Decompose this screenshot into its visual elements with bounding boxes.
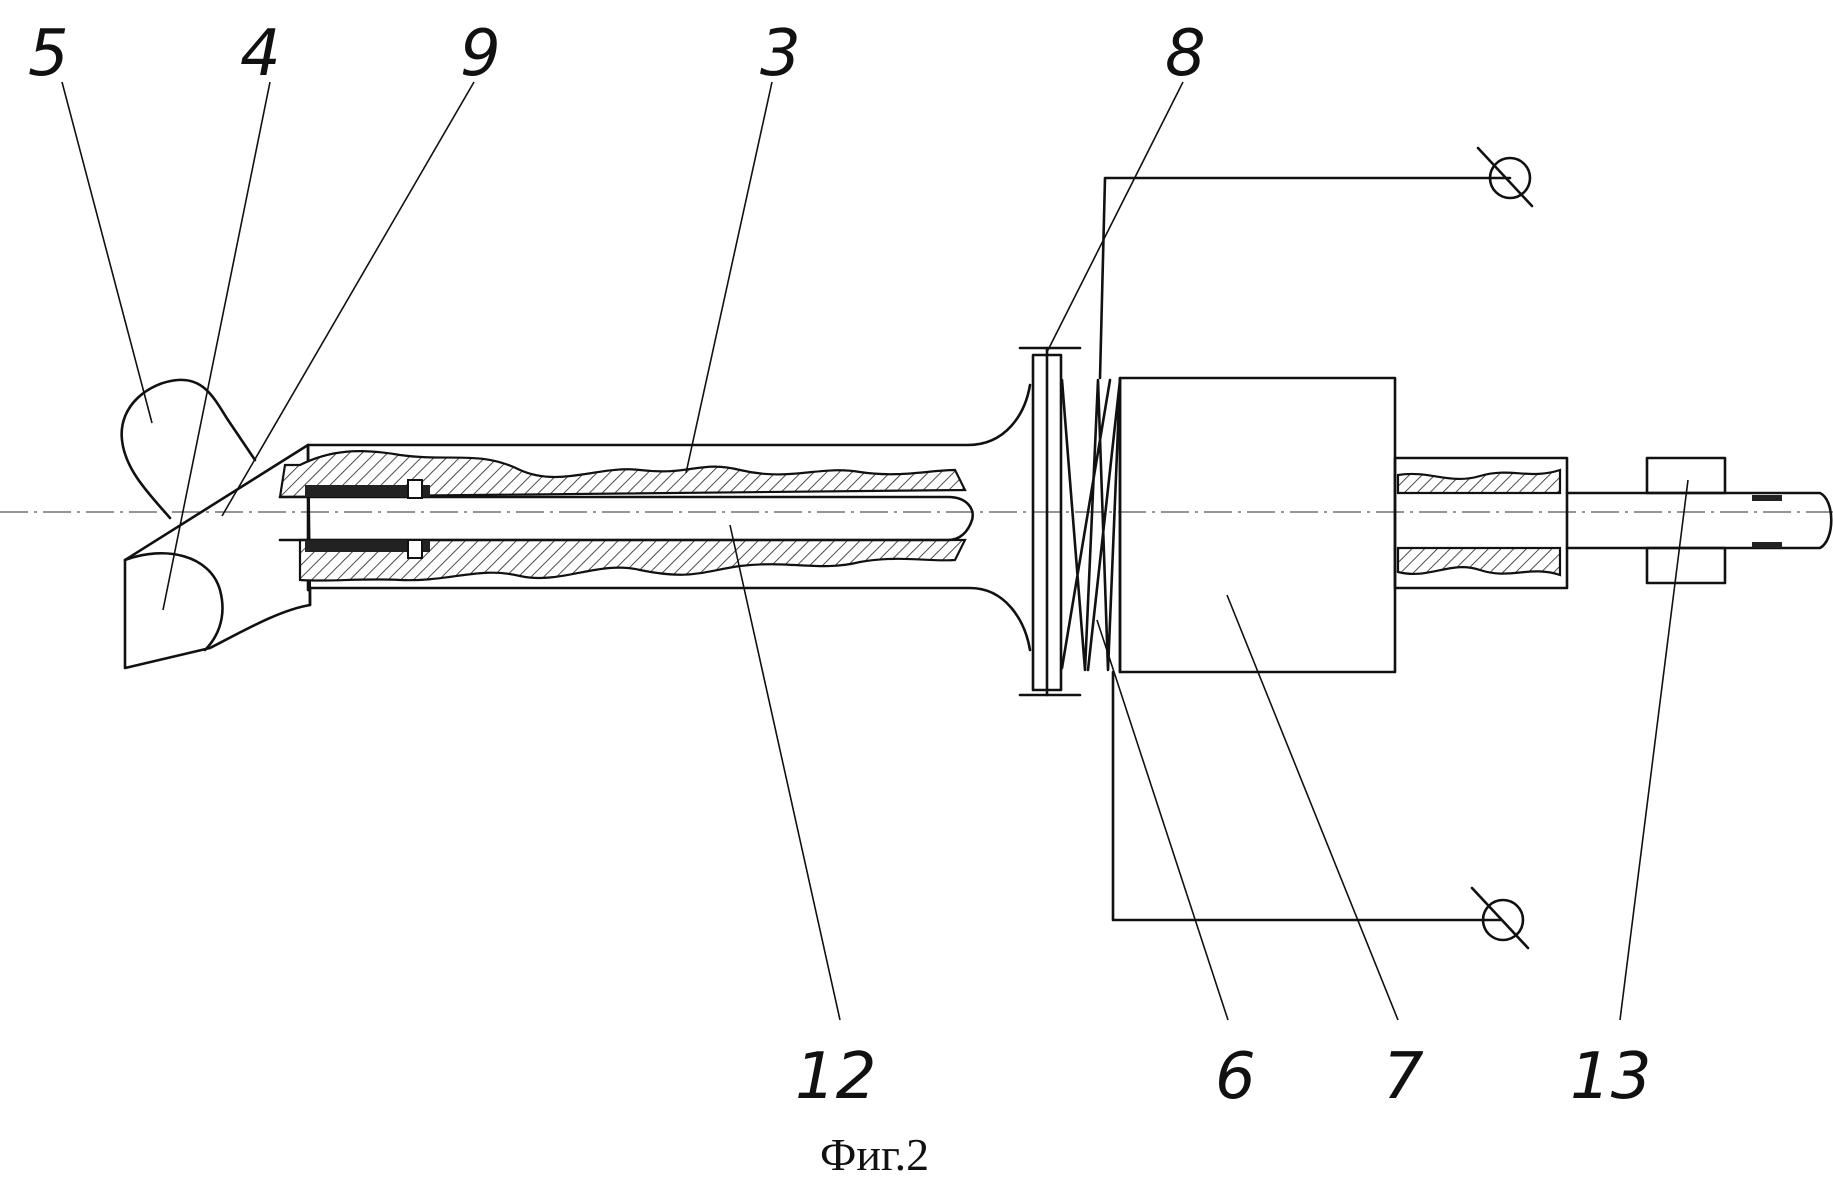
- spring: [1060, 376, 1122, 674]
- callout-6: 6: [1215, 1040, 1256, 1114]
- sleeve-upper-hatch: [278, 450, 967, 499]
- figure-caption: Фиг.2: [820, 1129, 929, 1180]
- output-rod: [1393, 456, 1833, 590]
- tip-assembly: [120, 378, 312, 670]
- holder-body: [306, 383, 1032, 652]
- callout-9: 9: [460, 17, 501, 91]
- bore-channel: [278, 495, 974, 542]
- ball-lower: [123, 552, 224, 652]
- insert-top: [305, 485, 430, 497]
- callout-3: 3: [760, 17, 801, 91]
- callout-8: 8: [1165, 17, 1206, 91]
- callout-4: 4: [240, 17, 281, 91]
- flange: [1018, 346, 1082, 697]
- ball-upper: [120, 378, 257, 520]
- insert-bottom: [305, 540, 430, 552]
- leader-lines: [61, 81, 1689, 1021]
- housing: [1118, 376, 1397, 674]
- sleeve-lower-hatch: [298, 538, 967, 582]
- callout-5: 5: [28, 17, 69, 91]
- callout-7: 7: [1383, 1040, 1424, 1114]
- callout-12: 12: [795, 1040, 876, 1114]
- electrical-leads: [1098, 146, 1534, 950]
- callout-13: 13: [1570, 1040, 1651, 1114]
